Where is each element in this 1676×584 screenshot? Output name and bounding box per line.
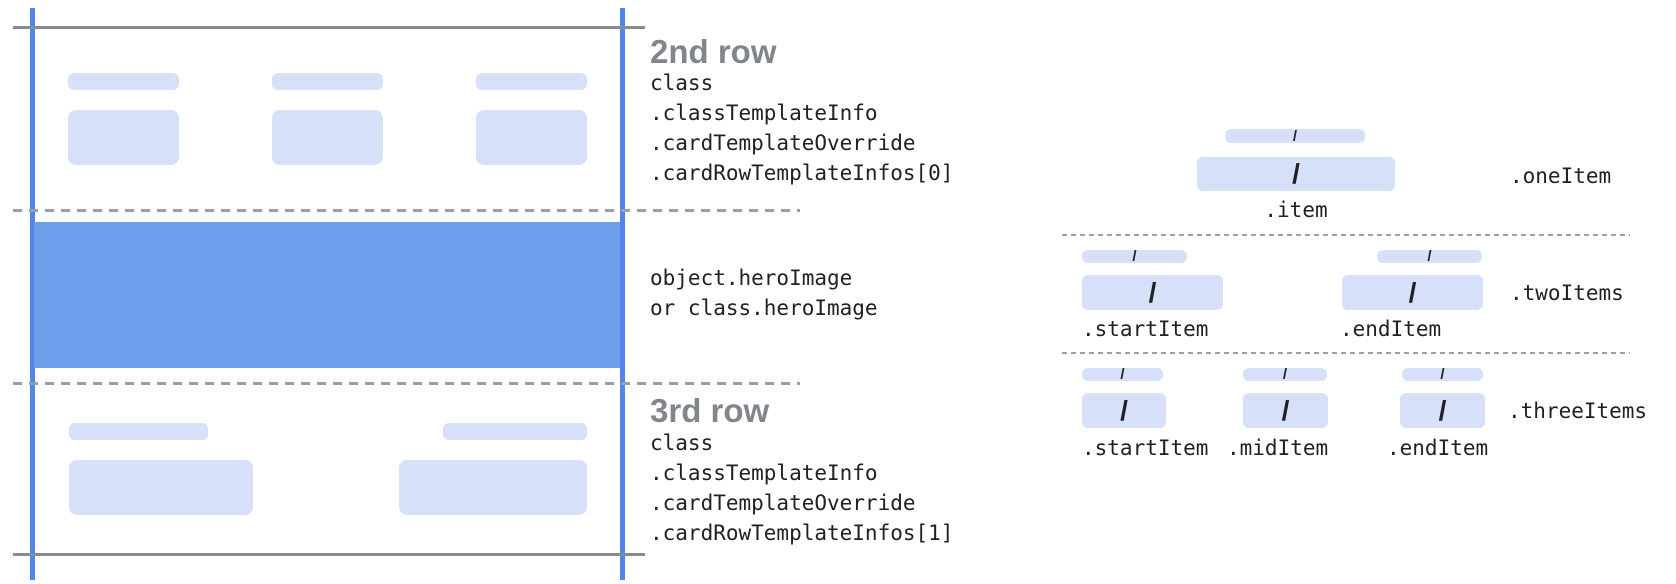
slash-glyph: / <box>1292 127 1298 145</box>
three-items-row-name: .threeItems <box>1508 399 1648 423</box>
card-right-edge-line <box>620 8 625 580</box>
slash-glyph: / <box>1120 366 1125 383</box>
slash-glyph: / <box>1440 366 1445 383</box>
code-line: or class.heroImage <box>650 296 878 320</box>
second-row-item3-value-bar <box>476 110 587 165</box>
three-items-start-value-bar: / <box>1082 393 1166 428</box>
item-label: .endItem <box>1387 436 1489 460</box>
second-row-item2-label-bar <box>272 73 383 90</box>
slash-glyph: / <box>1438 394 1447 426</box>
second-row-item1-label-bar <box>68 73 179 90</box>
item-label: .startItem <box>1082 436 1209 460</box>
one-item-row-name: .oneItem <box>1510 164 1612 188</box>
hero-image-band <box>34 222 620 368</box>
right-divider-dashed-2 <box>1062 352 1630 354</box>
card-bottom-line <box>13 553 645 556</box>
card-left-edge-line <box>30 8 35 580</box>
two-items-start-label-bar: / <box>1082 248 1187 265</box>
second-row-code-block: class .classTemplateInfo .cardTemplateOv… <box>650 68 953 188</box>
three-items-mid-value-bar: / <box>1243 393 1328 428</box>
code-line: .classTemplateInfo <box>650 101 878 125</box>
code-line: .cardRowTemplateInfos[0] <box>650 161 954 185</box>
slash-glyph: / <box>1282 366 1288 383</box>
code-line: class <box>650 71 714 95</box>
three-items-start-label-bar: / <box>1082 366 1163 383</box>
item-label: .item <box>1264 198 1328 222</box>
code-line: .cardTemplateOverride <box>650 491 916 515</box>
code-line: object.heroImage <box>650 266 853 290</box>
item-label: .midItem <box>1227 436 1329 460</box>
item-label: .startItem <box>1082 317 1209 341</box>
card-top-line <box>13 26 645 29</box>
slash-glyph: / <box>1132 248 1137 265</box>
right-divider-dashed-1 <box>1062 234 1630 236</box>
third-row-item2-label-bar <box>443 423 587 440</box>
third-row-item1-value-bar <box>69 460 253 515</box>
third-row-title: 3rd row <box>650 392 770 429</box>
row-divider-dashed-top <box>13 209 800 212</box>
one-item-label-bar: / <box>1225 127 1365 145</box>
slash-glyph: / <box>1408 276 1417 308</box>
second-row-item3-label-bar <box>476 73 587 90</box>
code-line: class <box>650 431 714 455</box>
three-items-mid-label-bar: / <box>1243 366 1327 383</box>
two-items-row-name: .twoItems <box>1510 281 1624 305</box>
two-items-start-value-bar: / <box>1082 275 1223 310</box>
three-items-end-label-bar: / <box>1402 366 1483 383</box>
slash-glyph: / <box>1148 276 1157 308</box>
code-line: .classTemplateInfo <box>650 461 878 485</box>
third-row-code-block: class .classTemplateInfo .cardTemplateOv… <box>650 428 953 548</box>
second-row-title: 2nd row <box>650 33 777 70</box>
second-row-item1-value-bar <box>68 110 179 165</box>
second-row-item2-value-bar <box>272 110 383 165</box>
one-item-value-bar: / <box>1197 157 1395 191</box>
slash-glyph: / <box>1281 394 1290 426</box>
item-label: .endItem <box>1340 317 1442 341</box>
slash-glyph: / <box>1292 158 1300 189</box>
slash-glyph: / <box>1427 248 1432 265</box>
code-line: .cardRowTemplateInfos[1] <box>650 521 954 545</box>
hero-code-block: object.heroImage or class.heroImage <box>650 264 878 324</box>
third-row-item1-label-bar <box>69 423 208 440</box>
three-items-end-value-bar: / <box>1400 393 1485 428</box>
slash-glyph: / <box>1120 394 1128 426</box>
two-items-end-value-bar: / <box>1342 275 1483 310</box>
row-divider-dashed-bottom <box>13 382 800 385</box>
code-line: .cardTemplateOverride <box>650 131 916 155</box>
third-row-item2-value-bar <box>399 460 587 515</box>
two-items-end-label-bar: / <box>1377 248 1482 265</box>
